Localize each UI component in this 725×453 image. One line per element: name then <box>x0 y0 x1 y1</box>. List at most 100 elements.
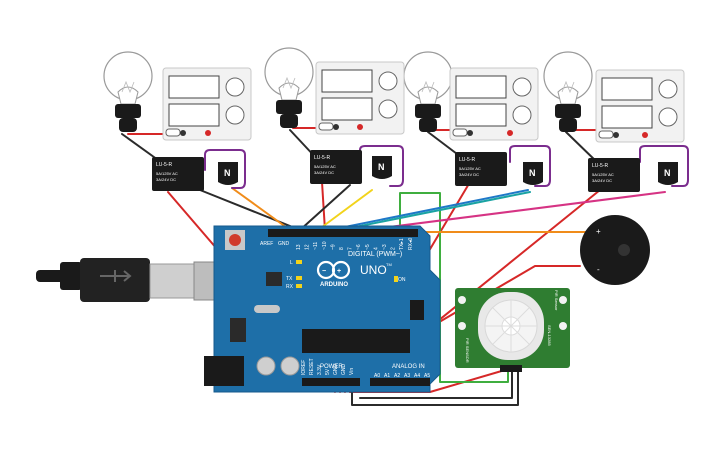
light-bulb-4[interactable] <box>543 51 593 132</box>
wire-black-relay1[interactable] <box>199 189 301 231</box>
digital-pin-label-4: ~9 <box>330 244 336 250</box>
arduino-logo: − + <box>316 260 351 280</box>
digital-pin-label-3: ~10 <box>322 241 328 250</box>
relay-4-rating1: 5A/125V AC <box>592 172 614 177</box>
light-bulb-2[interactable] <box>264 47 314 128</box>
digital-header[interactable] <box>268 229 418 237</box>
pir-label-side: PIR SENSOR <box>465 338 470 363</box>
wire-teal[interactable] <box>339 191 531 231</box>
power-header[interactable] <box>302 378 360 386</box>
transistor-3[interactable]: N <box>523 162 543 185</box>
power-pin-label-0: IOREF <box>301 360 307 375</box>
transistor-1-label: N <box>224 168 231 178</box>
power-pin-label-1: RESET <box>309 358 315 375</box>
on-label: ON <box>398 277 406 283</box>
relay-1-rating2: 3A/24V DC <box>156 177 176 182</box>
relay-3[interactable]: LU-5-R 5A/125V AC 3A/24V DC <box>455 152 507 186</box>
relay-4[interactable]: LU-5-R 5A/125V AC 3A/24V DC <box>588 158 640 192</box>
usb-chip <box>266 272 282 286</box>
power-supply-1[interactable] <box>162 67 252 141</box>
analog-pin-label-3: A3 <box>404 373 410 379</box>
wire-purple-2[interactable] <box>359 145 404 187</box>
wire-black-relay2[interactable] <box>299 184 351 231</box>
relay-2[interactable]: LU-5-R 5A/125V AC 3A/24V DC <box>310 150 362 184</box>
led-l-label: L <box>290 260 293 266</box>
digital-pin-label-7: ~6 <box>356 244 362 250</box>
relay-2-rating1: 5A/125V AC <box>314 164 336 169</box>
analog-header[interactable] <box>370 378 430 386</box>
led-rx <box>296 284 302 288</box>
wire-yellow[interactable] <box>317 189 373 231</box>
capacitor-1 <box>256 356 276 376</box>
relay-1[interactable]: LU-5-R 5A/125V AC 3A/24V DC <box>152 157 204 191</box>
analog-label: ANALOG IN <box>392 364 425 370</box>
transistor-2[interactable]: N <box>372 156 392 179</box>
analog-pin-label-4: A4 <box>414 373 420 379</box>
digital-pin-label-9: 4 <box>373 247 379 250</box>
svg-text:−: − <box>322 268 326 275</box>
aref-label: AREF <box>260 241 273 247</box>
transistor-4[interactable]: N <box>658 162 678 185</box>
crystal <box>254 305 280 313</box>
wire-purple-1[interactable] <box>204 149 246 189</box>
analog-pin-label-2: A2 <box>394 373 400 379</box>
wire-blue[interactable] <box>329 189 529 231</box>
usb-cable[interactable] <box>36 258 227 302</box>
wire-black-pir[interactable] <box>359 371 513 399</box>
transistor-4-label: N <box>664 168 671 178</box>
relay-2-name: LU-5-R <box>314 155 331 161</box>
analog-pin-label-0: A0 <box>374 373 380 379</box>
digital-pin-label-11: 2 <box>391 247 397 250</box>
gnd-label: GND <box>278 241 290 247</box>
power-pin-label-6: Vin <box>349 368 355 375</box>
usb-icon <box>100 270 132 282</box>
digital-label: DIGITAL (PWM~) <box>348 251 402 258</box>
piezo-buzzer[interactable]: + - <box>580 215 650 285</box>
wire-black-ground[interactable] <box>351 371 519 406</box>
arduino-model: UNO <box>360 263 387 277</box>
wire-orange[interactable] <box>231 187 291 231</box>
digital-pin-label-12: TX▸1 <box>399 238 405 250</box>
buzzer-plus: + <box>596 227 601 236</box>
wire-magenta[interactable] <box>349 191 666 233</box>
rx-label: RX <box>286 284 294 290</box>
pir-sensor[interactable]: PIR Sensor SEN-13285 PIR SENSOR <box>455 288 570 372</box>
power-jack[interactable] <box>204 356 244 386</box>
power-supply-3[interactable] <box>449 67 539 141</box>
icsp-header <box>410 300 424 320</box>
digital-pin-label-0: 13 <box>296 244 302 250</box>
capacitor-2 <box>280 356 300 376</box>
analog-pin-label-5: A5 <box>424 373 430 379</box>
wire-red-buzzer[interactable] <box>399 265 581 346</box>
analog-pin-label-1: A1 <box>384 373 390 379</box>
led-on <box>394 276 398 282</box>
light-bulb-3[interactable] <box>403 51 453 132</box>
led-tx <box>296 276 302 280</box>
digital-pin-label-10: ~3 <box>382 244 388 250</box>
light-bulb-1[interactable] <box>103 51 153 132</box>
arduino-brand: ARDUINO <box>320 282 348 288</box>
pir-label-top: PIR Sensor <box>554 290 559 311</box>
tx-label: TX <box>286 276 293 282</box>
power-supply-4[interactable] <box>595 69 685 143</box>
transistor-1[interactable]: N <box>218 162 238 185</box>
relay-1-rating1: 5A/125V AC <box>156 171 178 176</box>
power-supply-2[interactable] <box>315 61 405 135</box>
wire-purple-3[interactable] <box>509 145 551 187</box>
digital-pin-label-6: 7 <box>348 247 354 250</box>
reset-button-cap[interactable] <box>229 234 241 246</box>
transistor-3-label: N <box>529 168 536 178</box>
relay-3-rating1: 5A/125V AC <box>459 166 481 171</box>
wire-purple-4[interactable] <box>639 145 689 187</box>
transistor-2-label: N <box>378 162 385 172</box>
relay-1-name: LU-5-R <box>156 162 173 168</box>
buzzer-minus: - <box>597 265 600 274</box>
power-label: POWER <box>320 364 343 370</box>
digital-pin-label-2: ~11 <box>313 242 319 250</box>
relay-3-rating2: 3A/24V DC <box>459 172 479 177</box>
